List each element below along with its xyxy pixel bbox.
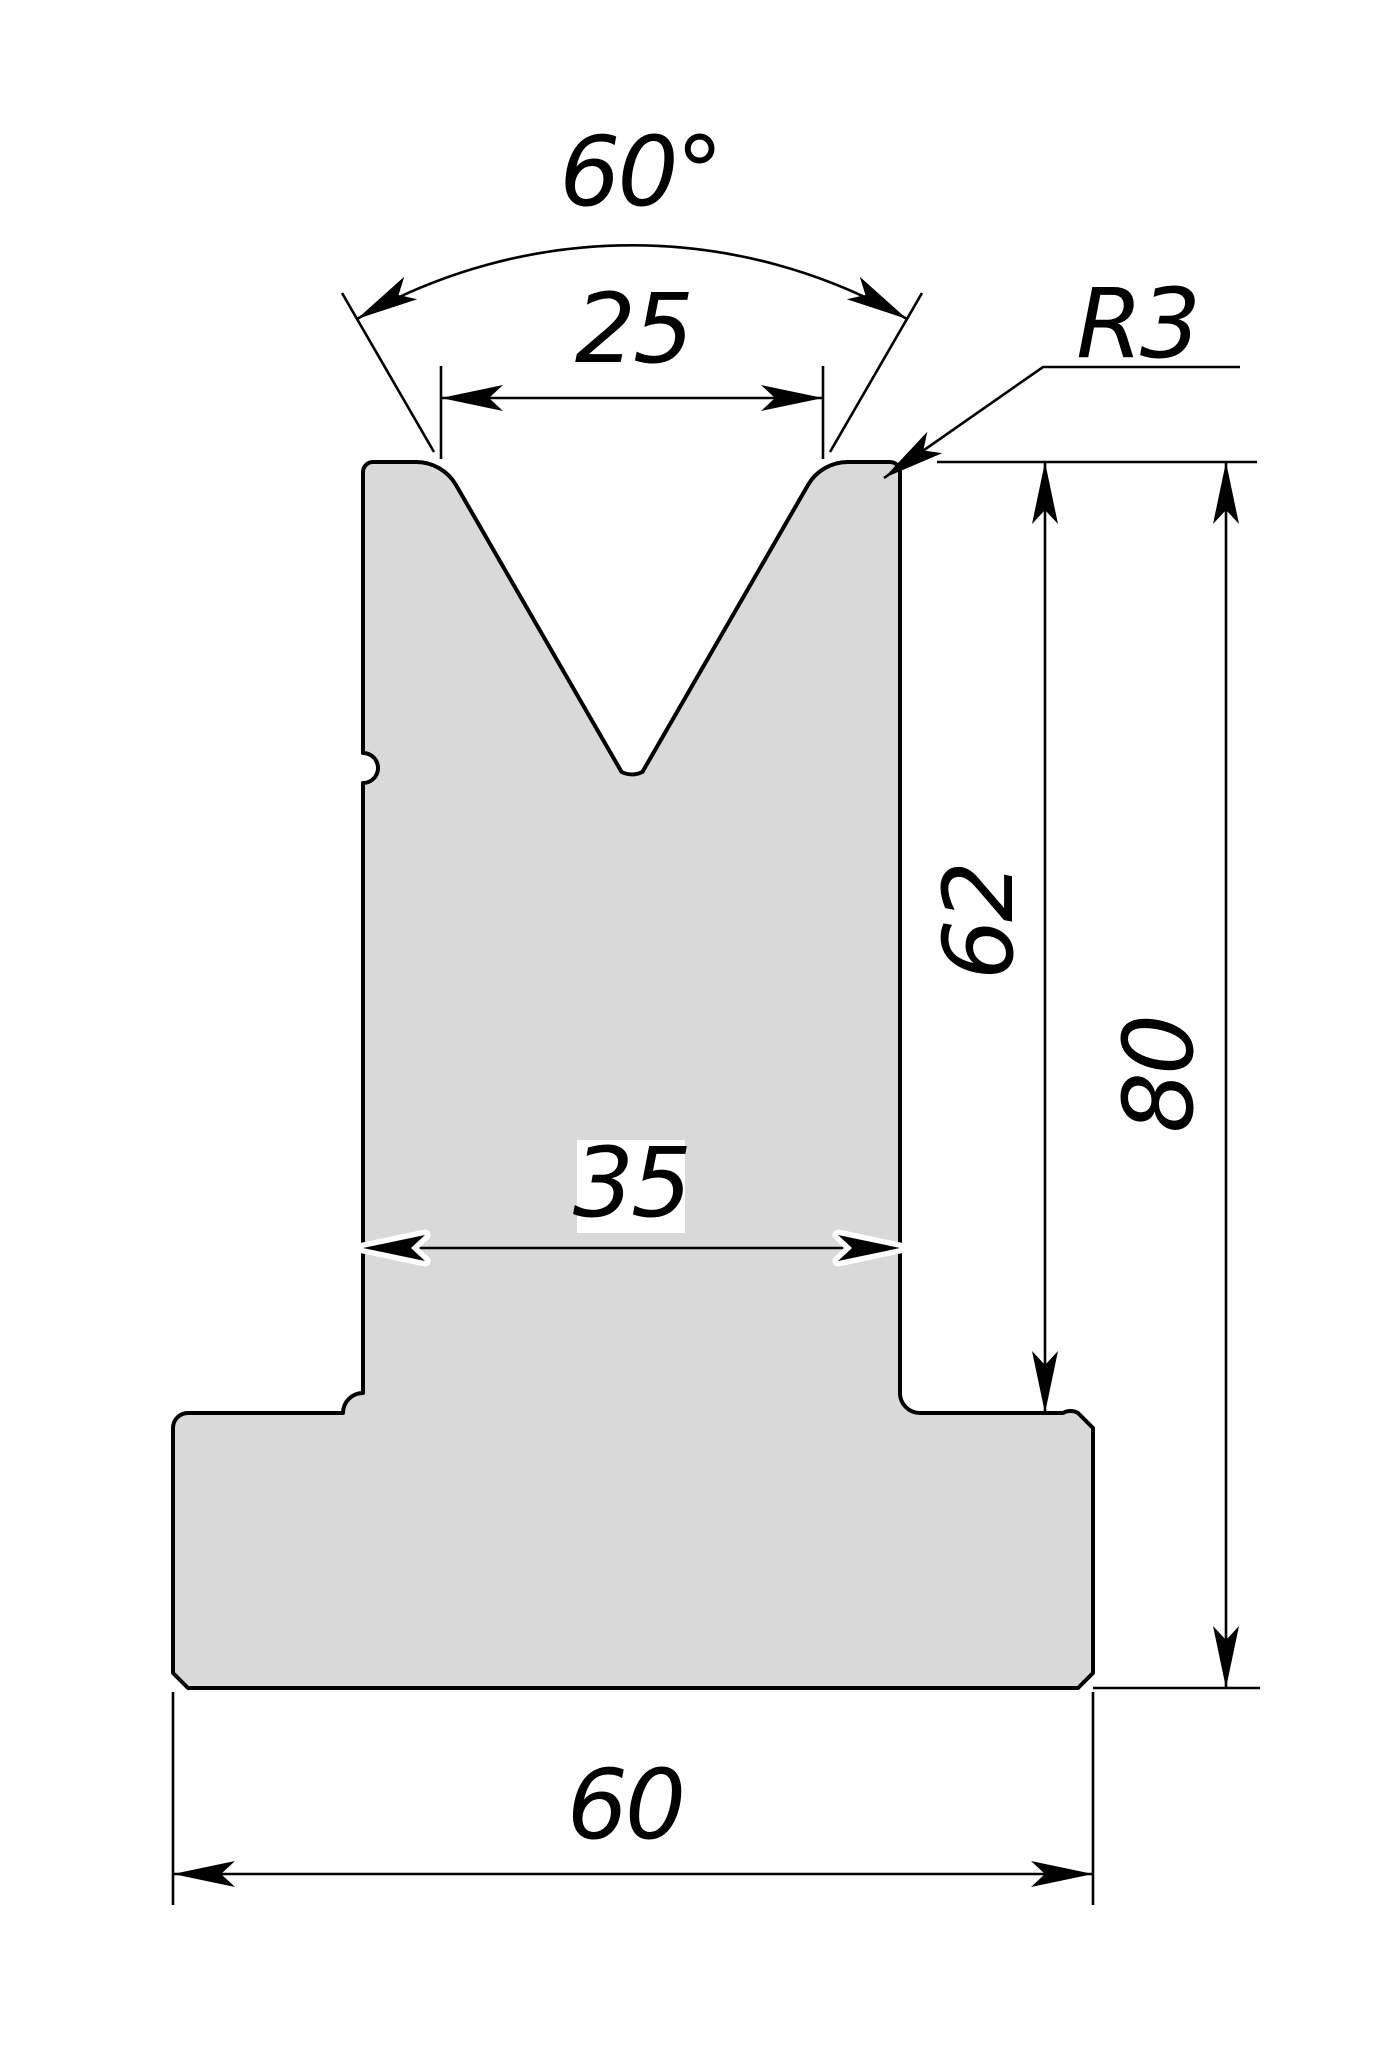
radius-label: R3 — [1076, 268, 1198, 380]
radius-leader-line — [883, 365, 1240, 480]
angle-extension-right — [828, 292, 924, 453]
stem-width-label-box — [577, 1140, 685, 1233]
height-62-label: 62 — [923, 864, 1035, 980]
v-opening-label: 25 — [575, 273, 691, 385]
base-width-dimension-60: 60 — [171, 1692, 1095, 1905]
base-width-label: 60 — [567, 1749, 683, 1861]
angle-extension-left — [340, 292, 436, 453]
stem-width-label: 35 — [573, 1127, 689, 1239]
height-dimension-62: 62 — [923, 460, 1257, 1413]
height-80-label: 80 — [1103, 1017, 1215, 1133]
die-profile — [171, 459, 1095, 1690]
v-opening-dimension-25: 25 — [439, 273, 825, 459]
angle-label: 60° — [559, 116, 720, 228]
radius-callout-r3: R3 — [876, 268, 1240, 489]
total-height-dimension-80: 80 — [1093, 462, 1260, 1690]
angle-arc — [356, 244, 908, 321]
angle-arrow-right — [846, 276, 914, 331]
stem-width-dimension-35: 35 — [363, 1127, 900, 1261]
angle-dimension-60deg: 60° — [340, 116, 924, 453]
angle-arrow-left — [350, 276, 418, 331]
